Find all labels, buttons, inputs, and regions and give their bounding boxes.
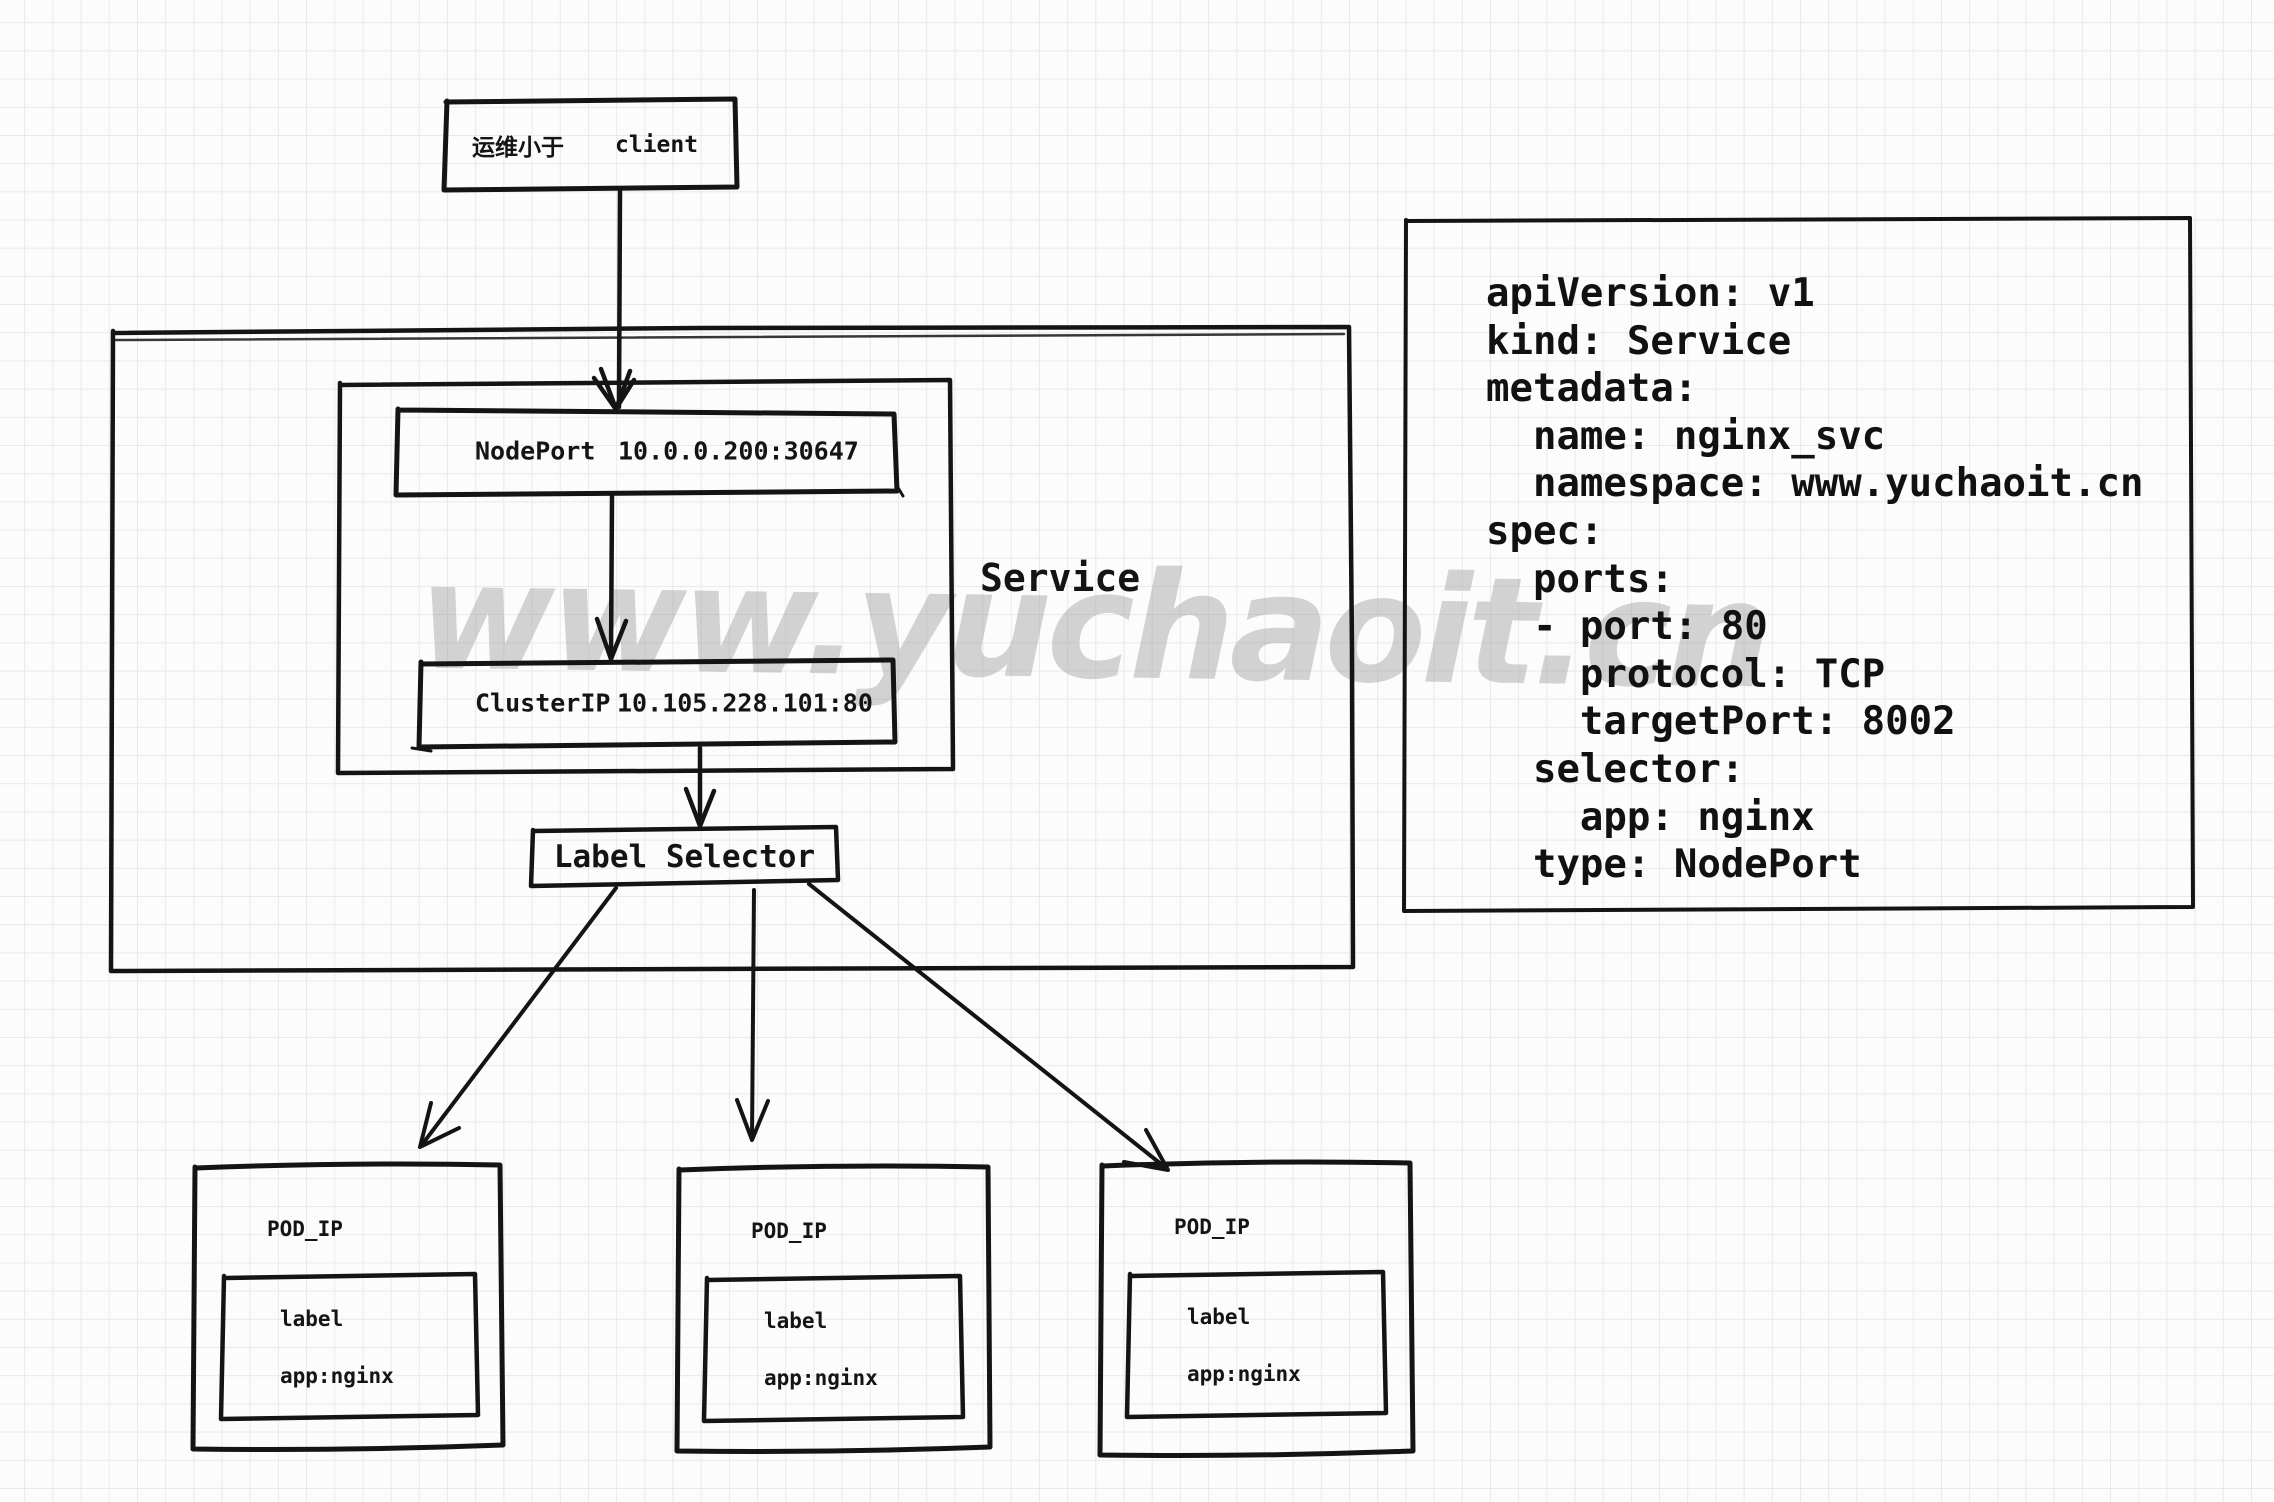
yaml-text: apiVersion: v1 kind: Service metadata: n…	[1486, 271, 2144, 888]
client-box: 运维小于 client	[444, 99, 737, 190]
client-label-cn: 运维小于	[472, 134, 564, 161]
clusterip-box-outline	[416, 657, 898, 750]
service-box-doubled-top-stroke	[114, 332, 1346, 342]
pod-box-2-outline	[674, 1163, 993, 1454]
pod-label-title: label	[280, 1307, 344, 1331]
pod-label-box-3-outline	[1124, 1269, 1389, 1420]
arrow-selector-to-pod1	[418, 886, 618, 1149]
clusterip-box: ClusterIP 10.105.228.101:80	[419, 659, 895, 747]
pod-label-value: app:nginx	[764, 1366, 878, 1390]
pod-title: POD_IP	[751, 1219, 827, 1243]
pod-box-3-outline	[1097, 1159, 1416, 1458]
nodeport-corner-overshoot	[895, 484, 905, 498]
label-selector-label: Label Selector	[553, 838, 816, 875]
label-selector-box: Label Selector	[531, 827, 838, 886]
clusterip-corner-overshoot	[410, 746, 433, 753]
nodeport-box-outline	[393, 406, 900, 498]
pod-label-box-2-outline	[701, 1273, 966, 1424]
nodeport-label: NodePort	[475, 436, 596, 465]
arrow-nodeport-to-clusterip	[594, 493, 629, 662]
client-box-outline	[441, 96, 740, 193]
arrow-selector-to-pod3	[807, 882, 1170, 1172]
nodeport-address: 10.0.0.200:30647	[618, 436, 859, 465]
pod-box-3: POD_IP label app:nginx	[1100, 1163, 1410, 1448]
pod-box-1-outline	[190, 1161, 506, 1452]
arrow-selector-to-pod2	[735, 888, 770, 1142]
clusterip-address: 10.105.228.101:80	[617, 688, 873, 718]
nodeport-box: NodePort 10.0.0.200:30647	[397, 407, 897, 494]
pod-label-box-1-outline	[218, 1271, 481, 1422]
inner-group-box-outline	[335, 377, 956, 776]
pod-label-value: app:nginx	[1187, 1362, 1301, 1386]
arrow-client-to-nodeport	[591, 187, 637, 412]
pod-label-title: label	[1187, 1305, 1251, 1329]
yaml-box-outline	[1402, 216, 2195, 913]
service-label: Service	[980, 556, 1141, 600]
pod-box-2: POD_IP label app:nginx	[677, 1167, 987, 1452]
pod-title: POD_IP	[1174, 1215, 1250, 1239]
clusterip-label: ClusterIP	[475, 688, 611, 718]
service-box-outline	[108, 324, 1356, 974]
pod-label-value: app:nginx	[280, 1364, 394, 1388]
pod-box-1: POD_IP label app:nginx	[193, 1165, 503, 1450]
label-selector-box-outline	[528, 824, 841, 889]
pod-label-title: label	[764, 1309, 828, 1333]
arrow-clusterip-to-selector	[683, 745, 717, 829]
client-label-en: client	[615, 131, 699, 158]
pod-title: POD_IP	[267, 1217, 343, 1241]
